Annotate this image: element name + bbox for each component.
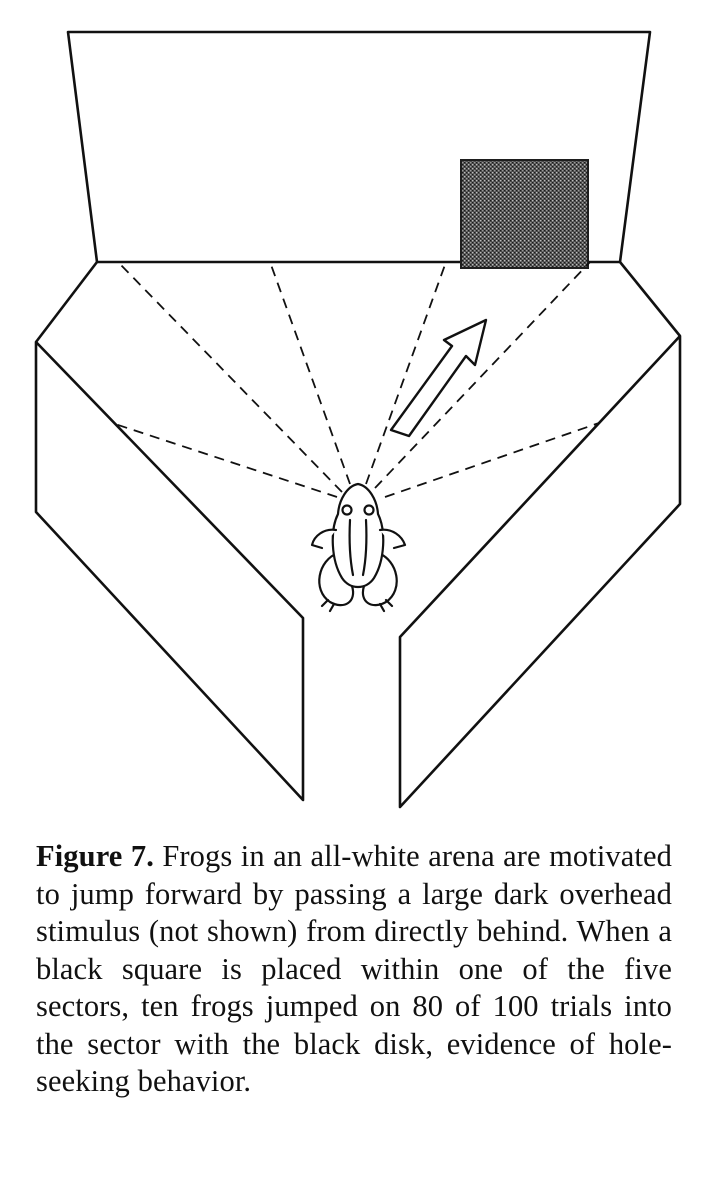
figure-caption: Figure 7. Frogs in an all-white arena ar…: [36, 838, 672, 1101]
right-side-wall: [398, 334, 682, 809]
frog-icon: [310, 482, 407, 613]
sector-line-5: [374, 261, 591, 489]
black-square-stimulus: [460, 159, 589, 269]
sector-line-6: [384, 422, 600, 498]
sector-line-4: [365, 261, 447, 485]
sector-dividers: [111, 261, 600, 498]
figure-label: Figure 7.: [36, 839, 154, 873]
floor-edge-right: [618, 261, 682, 337]
left-side-wall: [34, 340, 305, 802]
figure-caption-text: Frogs in an all-white arena are motivate…: [36, 839, 672, 1098]
floor-edge-left: [34, 261, 99, 343]
sector-line-1: [111, 422, 338, 498]
arena-diagram: [34, 30, 682, 809]
sector-line-2: [117, 261, 343, 493]
jump-direction-arrow: [389, 318, 488, 438]
sector-line-3: [269, 261, 351, 485]
